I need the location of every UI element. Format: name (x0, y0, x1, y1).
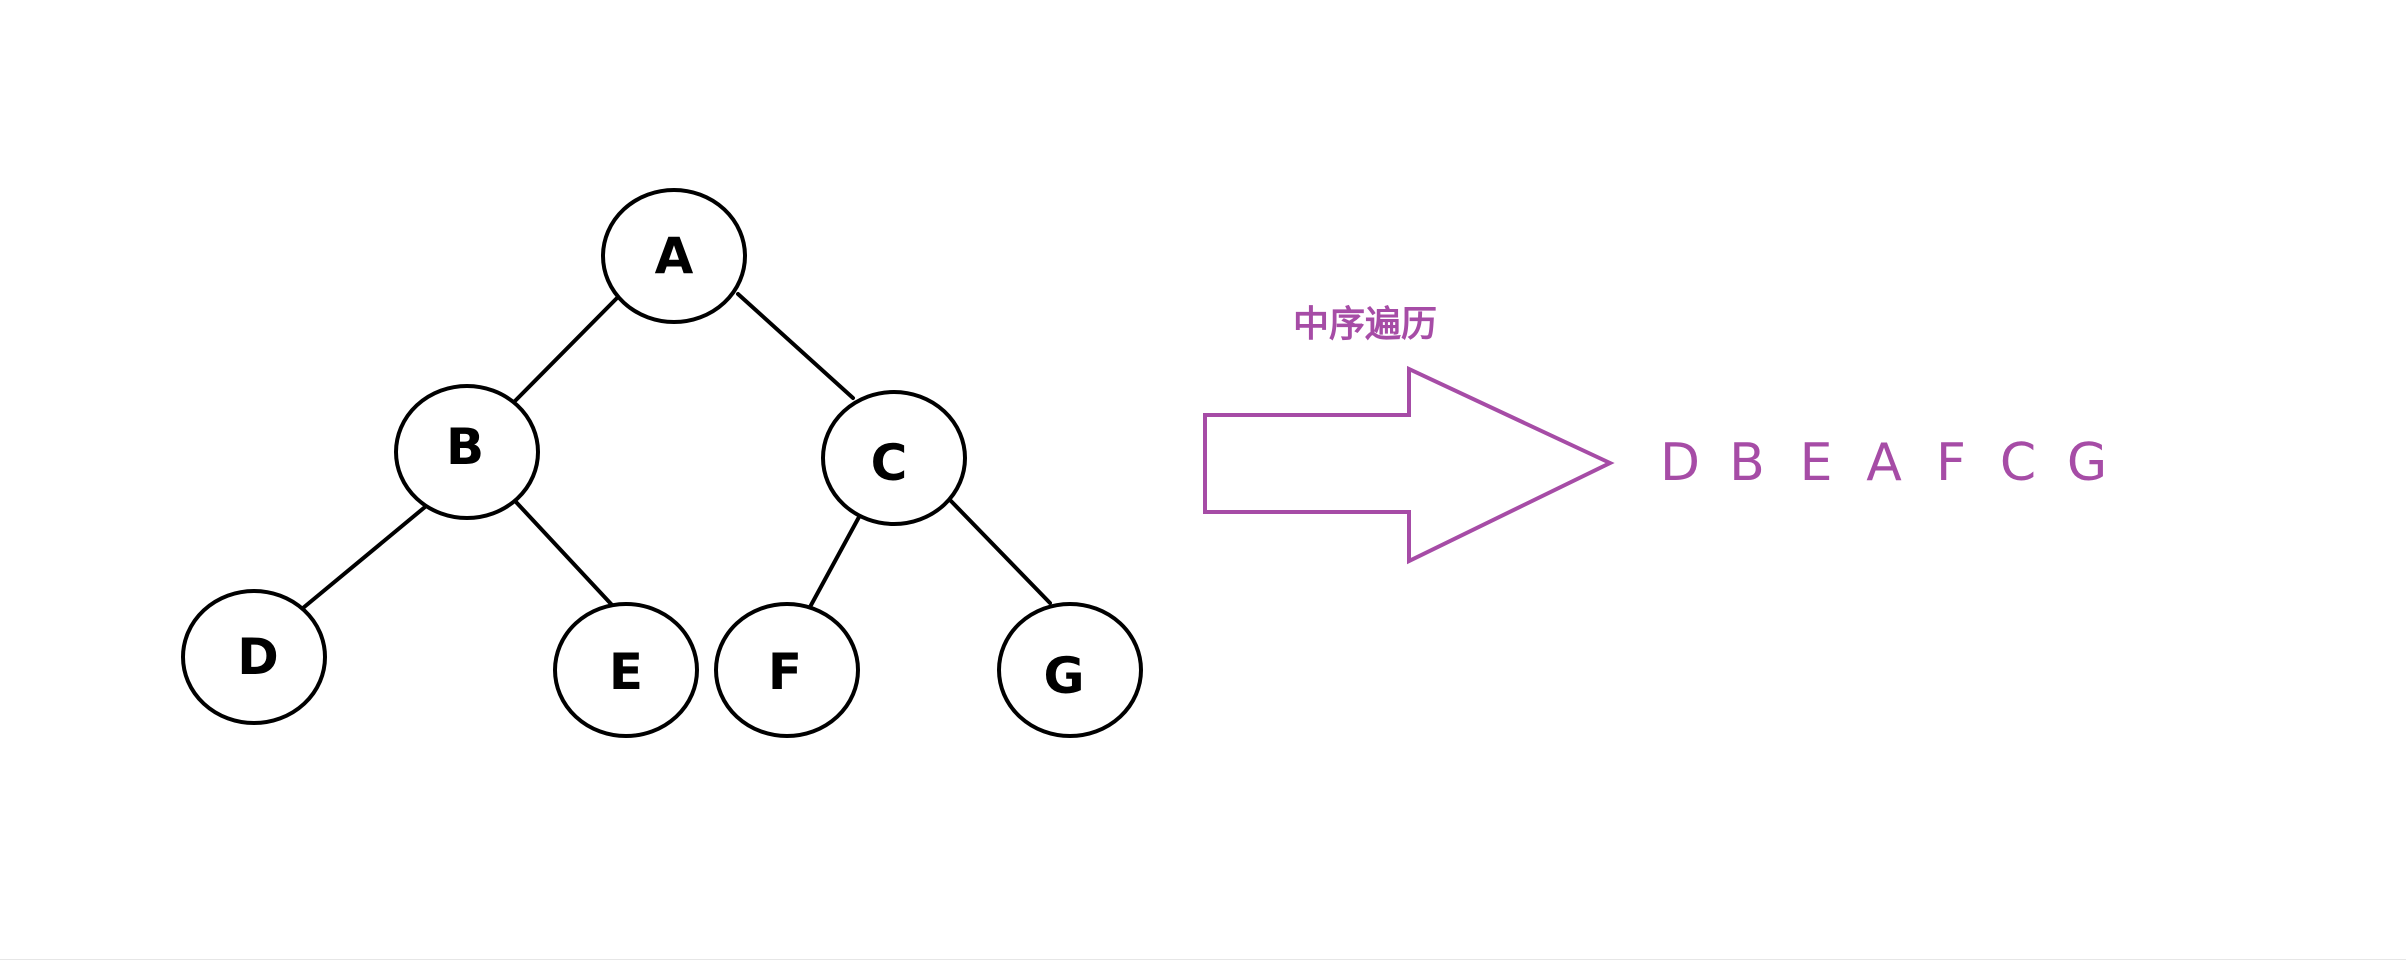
node-d-label: D (237, 628, 279, 686)
arrow-icon (1203, 365, 1615, 565)
edge-a-c (736, 292, 855, 400)
node-c-label: C (871, 434, 908, 492)
result-letter-2: B (1729, 433, 1765, 493)
result-letter-6: C (2000, 433, 2036, 493)
tree-node-b: B (394, 384, 540, 520)
node-a-circle (601, 188, 747, 324)
node-g-circle (997, 602, 1143, 738)
result-letter-5: F (1936, 433, 1966, 493)
tree-node-e: E (553, 602, 699, 738)
tree-node-c: C (821, 390, 967, 526)
tree-node-a: A (601, 188, 747, 324)
edge-b-e (514, 500, 614, 607)
tree-node-g: G (997, 602, 1143, 738)
traversal-arrow: 中序遍历 (1203, 304, 1615, 565)
result-letter-1: D (1660, 433, 1700, 493)
tree-node-d: D (181, 589, 327, 725)
node-c-circle (821, 390, 967, 526)
node-b-circle (394, 384, 540, 520)
node-f-circle (714, 602, 860, 738)
node-d-circle (181, 589, 327, 725)
tree-edges (301, 292, 1052, 610)
node-a-label: A (655, 227, 694, 285)
node-e-circle (553, 602, 699, 738)
arrow-label: 中序遍历 (1293, 304, 1437, 345)
edge-b-d (301, 505, 427, 610)
node-b-label: B (446, 418, 484, 476)
edge-c-g (948, 498, 1052, 605)
node-g-label: G (1043, 647, 1084, 705)
result-letter-7: G (2067, 433, 2107, 493)
node-e-label: E (609, 643, 643, 701)
tree-node-f: F (714, 602, 860, 738)
result-letter-4: A (1866, 433, 1902, 493)
edge-a-b (513, 296, 619, 403)
traversal-result: D B E A F C G (1660, 433, 2107, 493)
node-f-label: F (768, 643, 802, 701)
result-letter-3: E (1800, 433, 1833, 493)
edge-c-f (808, 515, 861, 609)
